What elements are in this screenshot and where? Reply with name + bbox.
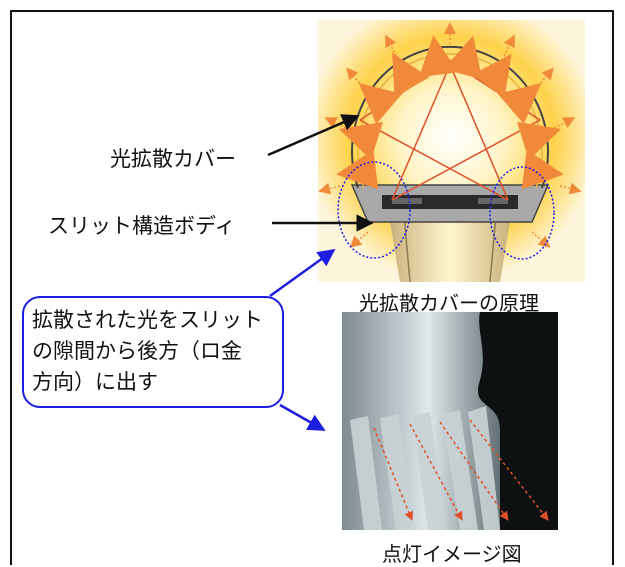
lit-image [342,312,558,530]
callout-arrow-down [279,403,326,432]
body-label: スリット構造ボディ [48,215,236,238]
cover-label: 光拡散カバー [110,148,236,171]
callout-line-2: の隙間から後方（ロ金 [32,340,242,363]
callout-line-3: 方向）に出す [32,371,158,394]
principle-caption: 光拡散カバーの原理 [359,293,539,315]
bulb-illustration [318,20,585,283]
cover-pointer-arrow [267,114,360,157]
callout-line-1: 拡散された光をスリット [32,309,263,332]
callout-arrow-up [269,248,336,298]
callout-box: 拡散された光をスリット の隙間から後方（ロ金 方向）に出す [22,296,284,408]
lit-caption: 点灯イメージ図 [382,544,522,566]
